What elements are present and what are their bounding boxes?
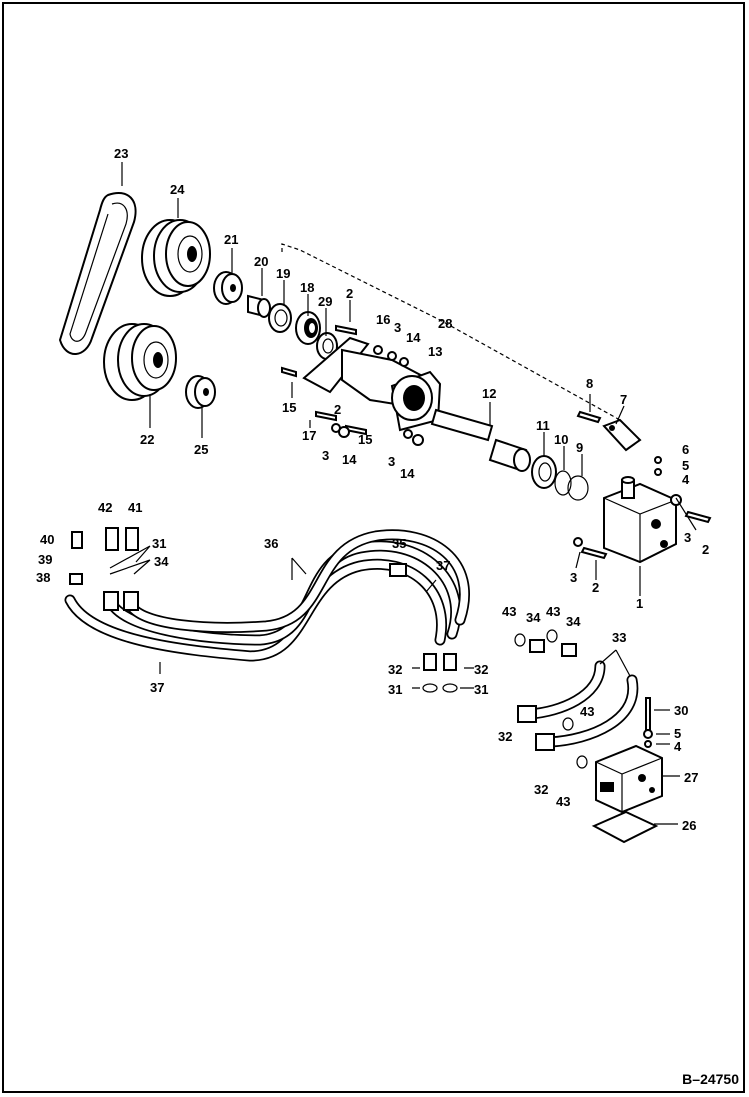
bearing-19 (268, 303, 292, 333)
callout-33: 33 (612, 630, 626, 645)
callout-2: 2 (334, 402, 341, 417)
callout-27: 27 (684, 770, 698, 785)
valve-block (595, 744, 663, 814)
callout-34: 34 (154, 554, 169, 569)
callout-26: 26 (682, 818, 696, 833)
callout-34: 34 (566, 614, 581, 629)
bushing-21 (213, 271, 243, 305)
hose-33 (524, 660, 639, 748)
callout-14: 14 (342, 452, 357, 467)
callout-38: 38 (36, 570, 50, 585)
callout-1: 1 (636, 596, 643, 611)
upper-pulley (141, 219, 211, 297)
callout-18: 18 (300, 280, 314, 295)
bracket-7 (602, 418, 642, 452)
fittings-right (514, 629, 588, 769)
callout-15: 15 (358, 432, 372, 447)
callout-3: 3 (570, 570, 577, 585)
callout-43: 43 (556, 794, 570, 809)
callout-43: 43 (580, 704, 594, 719)
figure-id: B–24750 (682, 1071, 739, 1087)
callout-19: 19 (276, 266, 290, 281)
callout-37: 37 (150, 680, 164, 695)
callout-11: 11 (536, 418, 550, 433)
ring-10 (554, 470, 572, 496)
callout-6: 6 (682, 442, 689, 457)
callout-34: 34 (526, 610, 541, 625)
callout-31: 31 (474, 682, 488, 697)
callout-21: 21 (224, 232, 238, 247)
callout-2: 2 (702, 542, 709, 557)
callout-14: 14 (406, 330, 421, 345)
callout-30: 30 (674, 703, 688, 718)
callout-14: 14 (400, 466, 415, 481)
callout-13: 13 (428, 344, 442, 359)
callout-22: 22 (140, 432, 154, 447)
bushing-25 (185, 375, 216, 409)
callout-35: 35 (392, 536, 406, 551)
callout-3: 3 (388, 454, 395, 469)
fitting-42 (103, 527, 119, 611)
callout-15: 15 (282, 400, 296, 415)
spacer-20 (247, 294, 271, 318)
callout-17: 17 (302, 428, 316, 443)
bearing-18 (295, 311, 321, 345)
callout-4: 4 (674, 739, 682, 754)
callout-39: 39 (38, 552, 52, 567)
callout-36: 36 (264, 536, 278, 551)
callout-10: 10 (554, 432, 568, 447)
callout-28: 28 (438, 316, 452, 331)
callout-2: 2 (592, 580, 599, 595)
callout-labels: 23 24 21 20 19 18 29 2 28 16 3 14 13 12 … (36, 146, 709, 833)
callout-43: 43 (502, 604, 516, 619)
callout-43: 43 (546, 604, 560, 619)
callout-3: 3 (684, 530, 691, 545)
callout-20: 20 (254, 254, 268, 269)
callout-23: 23 (114, 146, 128, 161)
bearing-11 (531, 455, 557, 489)
callout-40: 40 (40, 532, 54, 547)
callout-5: 5 (682, 458, 689, 473)
hydraulic-pump (603, 476, 677, 564)
callout-12: 12 (482, 386, 496, 401)
washers (331, 345, 682, 748)
lower-pulley (103, 323, 177, 401)
fitting-40 (69, 531, 83, 585)
shaft-12 (430, 408, 531, 472)
snap-ring-9 (567, 475, 589, 501)
mount-plate (591, 810, 659, 844)
callout-41: 41 (128, 500, 142, 515)
callout-32: 32 (498, 729, 512, 744)
callout-24: 24 (170, 182, 185, 197)
callout-8: 8 (586, 376, 593, 391)
callout-7: 7 (620, 392, 627, 407)
mount-housing (302, 336, 442, 432)
leader-lines (109, 162, 697, 825)
hose-37-long (64, 529, 470, 662)
callout-2: 2 (346, 286, 353, 301)
callout-32: 32 (474, 662, 488, 677)
callout-31: 31 (388, 682, 402, 697)
callout-25: 25 (194, 442, 208, 457)
drive-belt (58, 192, 137, 355)
callout-31: 31 (152, 536, 166, 551)
callout-9: 9 (576, 440, 583, 455)
callout-3: 3 (394, 320, 401, 335)
callout-32: 32 (534, 782, 548, 797)
callout-32: 32 (388, 662, 402, 677)
callout-42: 42 (98, 500, 112, 515)
fitting-41 (123, 527, 139, 611)
callout-29: 29 (318, 294, 332, 309)
callout-4: 4 (682, 472, 690, 487)
callout-16: 16 (376, 312, 390, 327)
fittings-center (389, 563, 458, 693)
callout-5: 5 (674, 726, 681, 741)
callout-37: 37 (436, 558, 450, 573)
callout-3: 3 (322, 448, 329, 463)
